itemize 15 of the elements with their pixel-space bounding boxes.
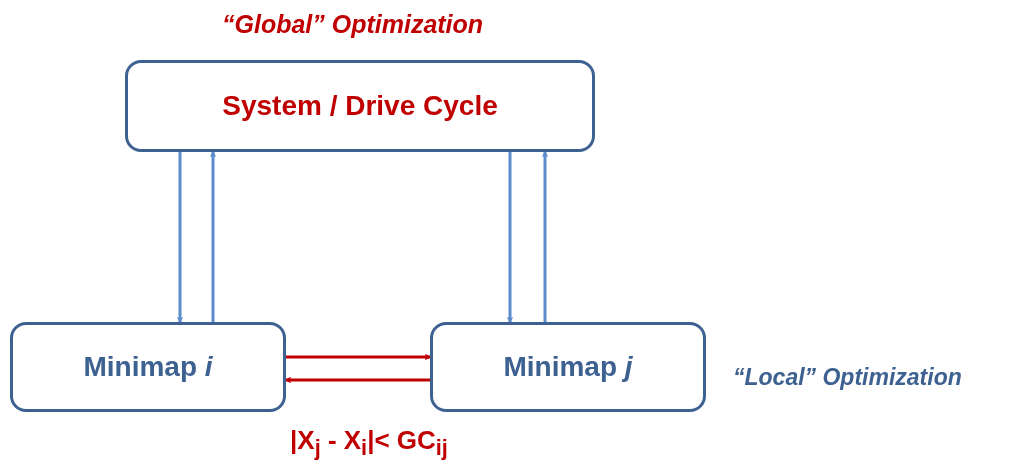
box-label: Minimap i: [83, 351, 213, 383]
arrow: [286, 354, 431, 360]
arrow: [542, 151, 548, 322]
box-label: Minimap j: [503, 351, 633, 383]
process-box: [125, 60, 595, 152]
annotation-text: “Local” Optimization: [733, 364, 962, 391]
annotation-text: “Global” Optimization: [222, 10, 484, 39]
process-box: [10, 322, 286, 412]
process-box: [430, 322, 706, 412]
arrow: [210, 151, 216, 322]
arrow: [507, 152, 513, 323]
arrow: [285, 377, 430, 383]
arrow: [177, 152, 183, 323]
constraint-formula: |X$_{j}$ - X$_{i}$|< GC$_{ij}$: [290, 425, 448, 462]
box-label: System / Drive Cycle: [222, 90, 498, 122]
